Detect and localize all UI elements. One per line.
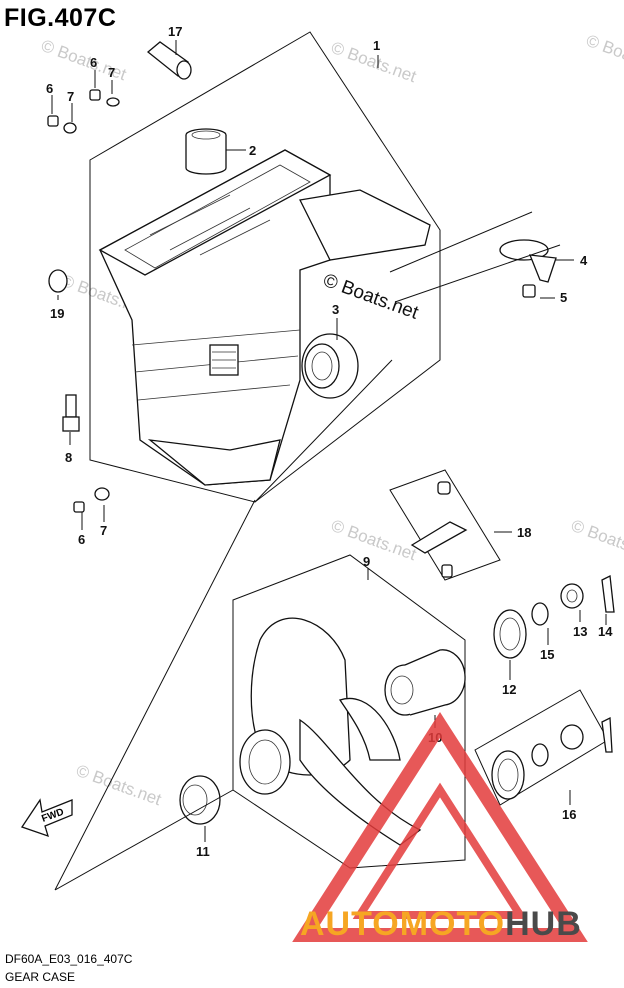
callout: 8 [65,450,72,465]
bushing-part [185,128,227,175]
callout: 2 [249,143,256,158]
callout: 16 [562,807,576,822]
trim-tab-part [499,239,557,283]
callout: 14 [598,624,613,639]
watermark: © Boats.net [39,36,129,84]
watermark: © Boats.net [74,761,164,809]
callout: 15 [540,647,554,662]
washer-part [531,743,549,767]
autmotohub-logo-icon [292,712,588,942]
gear-case-frame [89,31,441,503]
bush-part [384,649,466,716]
leader-lines [51,40,607,842]
bolt-part [522,284,536,298]
diagram-name: GEAR CASE [5,970,76,984]
callout: 3 [332,302,339,317]
callout: 6 [90,55,97,70]
callout: 12 [502,682,516,697]
cotter-pin-part [601,575,615,613]
callout: 7 [100,523,107,538]
logo-text-part: MOTO [399,905,506,943]
diagram-code: DF60A_E03_016_407C [5,952,133,966]
bolt-part [62,394,80,432]
figure-title: FIG.407C [4,4,117,32]
callout: 17 [168,24,182,39]
washer-part [531,602,549,626]
screw-and-washer-parts [47,89,120,513]
oil-seal-part [179,775,221,825]
oil-seal-part [301,333,359,399]
logo-text-part: HUB [505,905,582,943]
callout: 4 [580,253,588,268]
callout: 13 [573,624,587,639]
callout: 11 [196,844,210,859]
gear-case-part [98,149,431,486]
logo-text-part: AUTO [300,905,400,943]
cotter-pin-part [601,716,613,753]
callout: 19 [50,306,64,321]
watermark: © Boats.net [584,31,624,79]
callout: 7 [108,65,115,80]
callout: 7 [67,89,74,104]
stopper-part [493,609,527,659]
grommet-part [48,269,68,293]
callout: 9 [363,554,370,569]
logo-wordmark: AUTOMOTOHUB [300,905,582,944]
callout: 1 [373,38,380,53]
gasket-part [410,481,468,578]
callout: 5 [560,290,567,305]
plug-part [146,41,192,80]
stopper-part [491,750,525,800]
nut-part [560,724,584,750]
callout: 6 [78,532,85,547]
nut-part [560,583,584,609]
fwd-arrow-icon: FWD [20,798,73,838]
watermark: © Boats.net [569,516,624,564]
callout-labels: 1 2 3 4 5 6 6 6 7 7 7 8 9 10 11 12 13 14… [46,24,613,859]
callout: 6 [46,81,53,96]
callout: 18 [517,525,531,540]
watermark: © Boats.net [329,516,419,564]
